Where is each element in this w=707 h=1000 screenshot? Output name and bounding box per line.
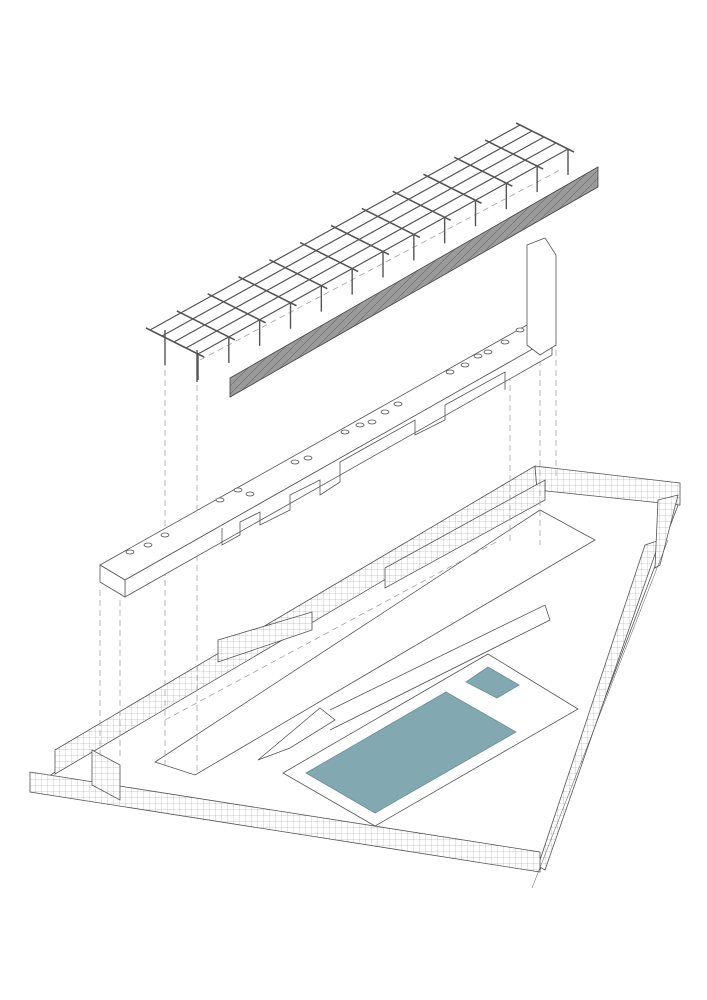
pergola-crossbar bbox=[299, 241, 359, 273]
left-return-wall bbox=[91, 749, 121, 801]
spa-water bbox=[465, 666, 520, 699]
pergola-frame bbox=[145, 122, 575, 382]
pergola-crossbar bbox=[268, 258, 328, 290]
inner-wall-1 bbox=[217, 611, 313, 663]
right-back-wall bbox=[534, 465, 681, 506]
pergola-crossbar bbox=[361, 207, 421, 239]
right-side-wall bbox=[537, 539, 661, 871]
tower bbox=[526, 237, 557, 356]
pergola-crossbar bbox=[330, 224, 390, 256]
beam-drops bbox=[221, 371, 506, 546]
pergola-crossbar bbox=[238, 276, 297, 307]
pergola-crossbar bbox=[484, 139, 544, 170]
pergola-crossbar bbox=[392, 190, 452, 222]
terrace-outline bbox=[329, 604, 551, 731]
property-line bbox=[531, 539, 669, 889]
pergola-crossbar bbox=[145, 327, 205, 358]
inner-wall-2 bbox=[384, 479, 546, 589]
pool-water bbox=[305, 691, 517, 814]
beam-end bbox=[99, 564, 126, 598]
pergola-crossbar bbox=[515, 122, 575, 153]
site-ground bbox=[28, 465, 681, 889]
pergola-crossbar bbox=[423, 173, 482, 204]
right-corner-wall bbox=[654, 494, 679, 569]
pergola-crossbar bbox=[176, 310, 236, 341]
projection-lines bbox=[99, 169, 561, 775]
edge-line bbox=[257, 707, 336, 761]
fixtures bbox=[125, 327, 525, 555]
roof-slab-beam bbox=[99, 237, 557, 598]
front-wall bbox=[29, 771, 541, 873]
screen-panel bbox=[229, 166, 599, 398]
pergola-crossbar bbox=[453, 156, 513, 187]
screen-face bbox=[229, 166, 599, 398]
deck-slab bbox=[154, 509, 596, 776]
pergola-crossbar bbox=[207, 293, 267, 324]
